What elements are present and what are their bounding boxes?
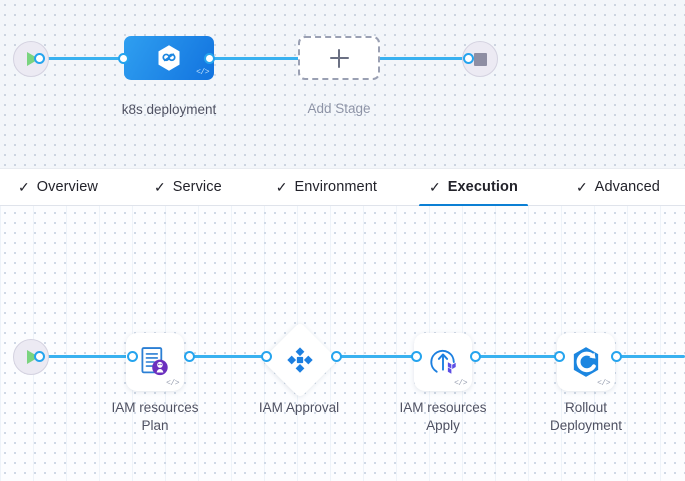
step-label-line1: IAM Approval bbox=[258, 400, 340, 415]
tab-service[interactable]: ✓ Service bbox=[140, 168, 236, 206]
stage-label-k8s-deployment: k8s deployment bbox=[121, 102, 217, 117]
harness-cd-hexagon-icon bbox=[158, 45, 180, 71]
tab-advanced[interactable]: ✓ Advanced bbox=[562, 168, 674, 206]
stage-wire-end bbox=[376, 57, 468, 60]
rollout-deployment-icon bbox=[573, 347, 599, 377]
check-icon: ✓ bbox=[18, 179, 30, 195]
step-label-iam-resources-plan: IAM resources Plan bbox=[85, 399, 225, 435]
add-stage-button[interactable] bbox=[298, 36, 380, 80]
step-label-line1: IAM resources bbox=[399, 400, 487, 415]
pipeline-end-node[interactable] bbox=[462, 41, 498, 77]
exec-port-apply-in[interactable] bbox=[411, 351, 422, 362]
exec-port-plan-out[interactable] bbox=[184, 351, 195, 362]
exec-port-plan-in[interactable] bbox=[127, 351, 138, 362]
terraform-plan-icon bbox=[141, 347, 168, 376]
tab-label-overview: Overview bbox=[36, 179, 98, 195]
tab-label-environment: Environment bbox=[294, 179, 377, 195]
tab-overview[interactable]: ✓ Overview bbox=[4, 168, 112, 206]
stage-port-k8s-out[interactable] bbox=[204, 53, 215, 64]
exec-wire-3 bbox=[475, 355, 559, 358]
exec-wire-1 bbox=[190, 355, 266, 358]
exec-port-apply-out[interactable] bbox=[470, 351, 481, 362]
step-label-line1: Rollout bbox=[564, 400, 608, 415]
step-node-iam-resources-apply[interactable]: </> bbox=[414, 333, 472, 391]
step-code-badge-apply[interactable]: </> bbox=[454, 379, 467, 388]
check-icon: ✓ bbox=[429, 179, 441, 195]
exec-wire-2 bbox=[336, 355, 416, 358]
check-icon: ✓ bbox=[153, 179, 166, 195]
exec-wire-0 bbox=[34, 355, 132, 358]
exec-port-rollout-in[interactable] bbox=[554, 351, 565, 362]
tab-label-advanced: Advanced bbox=[594, 179, 660, 195]
step-label-line2: Plan bbox=[141, 418, 169, 433]
exec-port-approval-out[interactable] bbox=[331, 351, 342, 362]
stage-port-k8s-in[interactable] bbox=[118, 53, 129, 64]
exec-port-rollout-out[interactable] bbox=[611, 351, 622, 362]
stage-wire-start bbox=[34, 57, 124, 60]
stop-icon bbox=[473, 52, 487, 66]
stage-config-tabs: ✓ Overview ✓ Service ✓ Environment ✓ Exe… bbox=[0, 168, 685, 207]
stage-node-k8s-deployment[interactable]: </> bbox=[124, 36, 214, 80]
check-icon: ✓ bbox=[575, 179, 588, 195]
approval-icon-wrap bbox=[273, 333, 327, 387]
step-node-iam-resources-plan[interactable]: </> bbox=[126, 333, 184, 391]
approval-clover-icon bbox=[287, 347, 313, 373]
step-code-badge-rollout[interactable]: </> bbox=[597, 379, 610, 388]
exec-port-approval-in[interactable] bbox=[261, 351, 272, 362]
tab-environment[interactable]: ✓ Environment bbox=[262, 168, 391, 206]
tab-label-execution: Execution bbox=[447, 179, 518, 195]
plus-icon-vertical bbox=[337, 48, 341, 68]
stage-code-badge[interactable]: </> bbox=[196, 68, 209, 77]
add-stage-label: Add Stage bbox=[307, 101, 371, 116]
step-label-iam-approval: IAM Approval bbox=[229, 399, 369, 417]
step-node-rollout-deployment[interactable]: </> bbox=[557, 333, 615, 391]
step-label-line2: Apply bbox=[426, 418, 460, 433]
step-label-line1: IAM resources bbox=[111, 400, 199, 415]
step-code-badge-plan[interactable]: </> bbox=[166, 379, 179, 388]
check-icon: ✓ bbox=[275, 179, 288, 195]
execution-canvas[interactable]: </> IAM resources Plan IAM Approval bbox=[0, 206, 685, 481]
exec-port-start-out[interactable] bbox=[34, 351, 45, 362]
exec-wire-4 bbox=[617, 355, 685, 358]
terraform-apply-icon bbox=[430, 349, 456, 374]
step-label-line2: Deployment bbox=[549, 418, 623, 433]
stage-port-start-out[interactable] bbox=[34, 53, 45, 64]
step-label-rollout-deployment: Rollout Deployment bbox=[516, 399, 656, 435]
stage-canvas[interactable]: </> k8s deployment Add Stage bbox=[0, 0, 685, 168]
stage-port-end-in[interactable] bbox=[463, 53, 474, 64]
step-label-iam-resources-apply: IAM resources Apply bbox=[373, 399, 513, 435]
tab-execution[interactable]: ✓ Execution bbox=[415, 168, 532, 207]
stage-wire-mid bbox=[210, 57, 302, 60]
tab-label-service: Service bbox=[172, 179, 222, 195]
